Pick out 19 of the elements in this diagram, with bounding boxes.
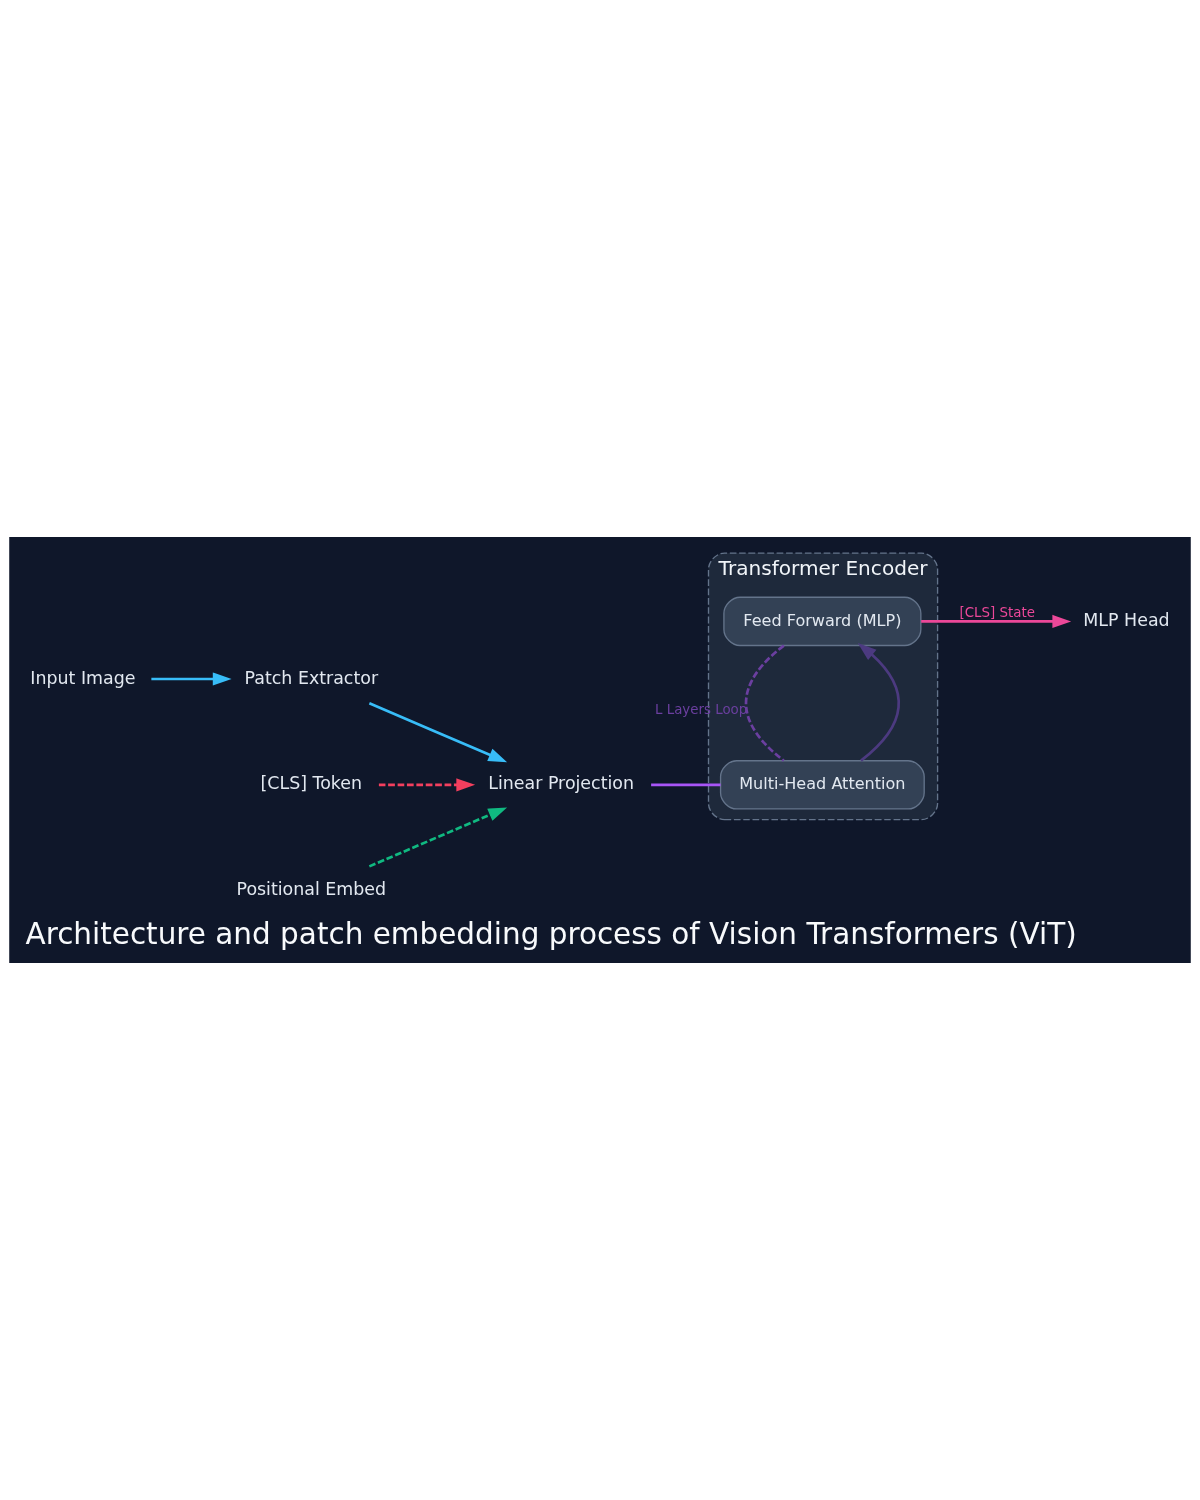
node-box: Multi-Head Attention bbox=[719, 760, 925, 810]
arrow bbox=[151, 672, 232, 686]
node-text: MLP Head bbox=[1083, 609, 1170, 630]
node-text: Patch Extractor bbox=[244, 667, 379, 688]
connector bbox=[651, 783, 721, 787]
node-text: Positional Embed bbox=[236, 879, 387, 900]
node-text: Linear Projection bbox=[488, 773, 634, 794]
arrow bbox=[378, 778, 476, 792]
edge-label: [CLS] State bbox=[959, 605, 1035, 621]
connector bbox=[744, 644, 785, 762]
arrow bbox=[921, 614, 1072, 628]
edge-label: L Layers Loop bbox=[654, 701, 748, 717]
node-text: Input Image bbox=[30, 667, 136, 688]
node-box: Feed Forward (MLP) bbox=[723, 596, 922, 647]
node-text: [CLS] Token bbox=[260, 773, 363, 794]
diagram-title: Architecture and patch embedding process of Vision Transformers (ViT) bbox=[25, 916, 1077, 951]
arrow bbox=[857, 643, 900, 762]
arrow bbox=[368, 702, 508, 763]
arrow bbox=[368, 807, 508, 868]
